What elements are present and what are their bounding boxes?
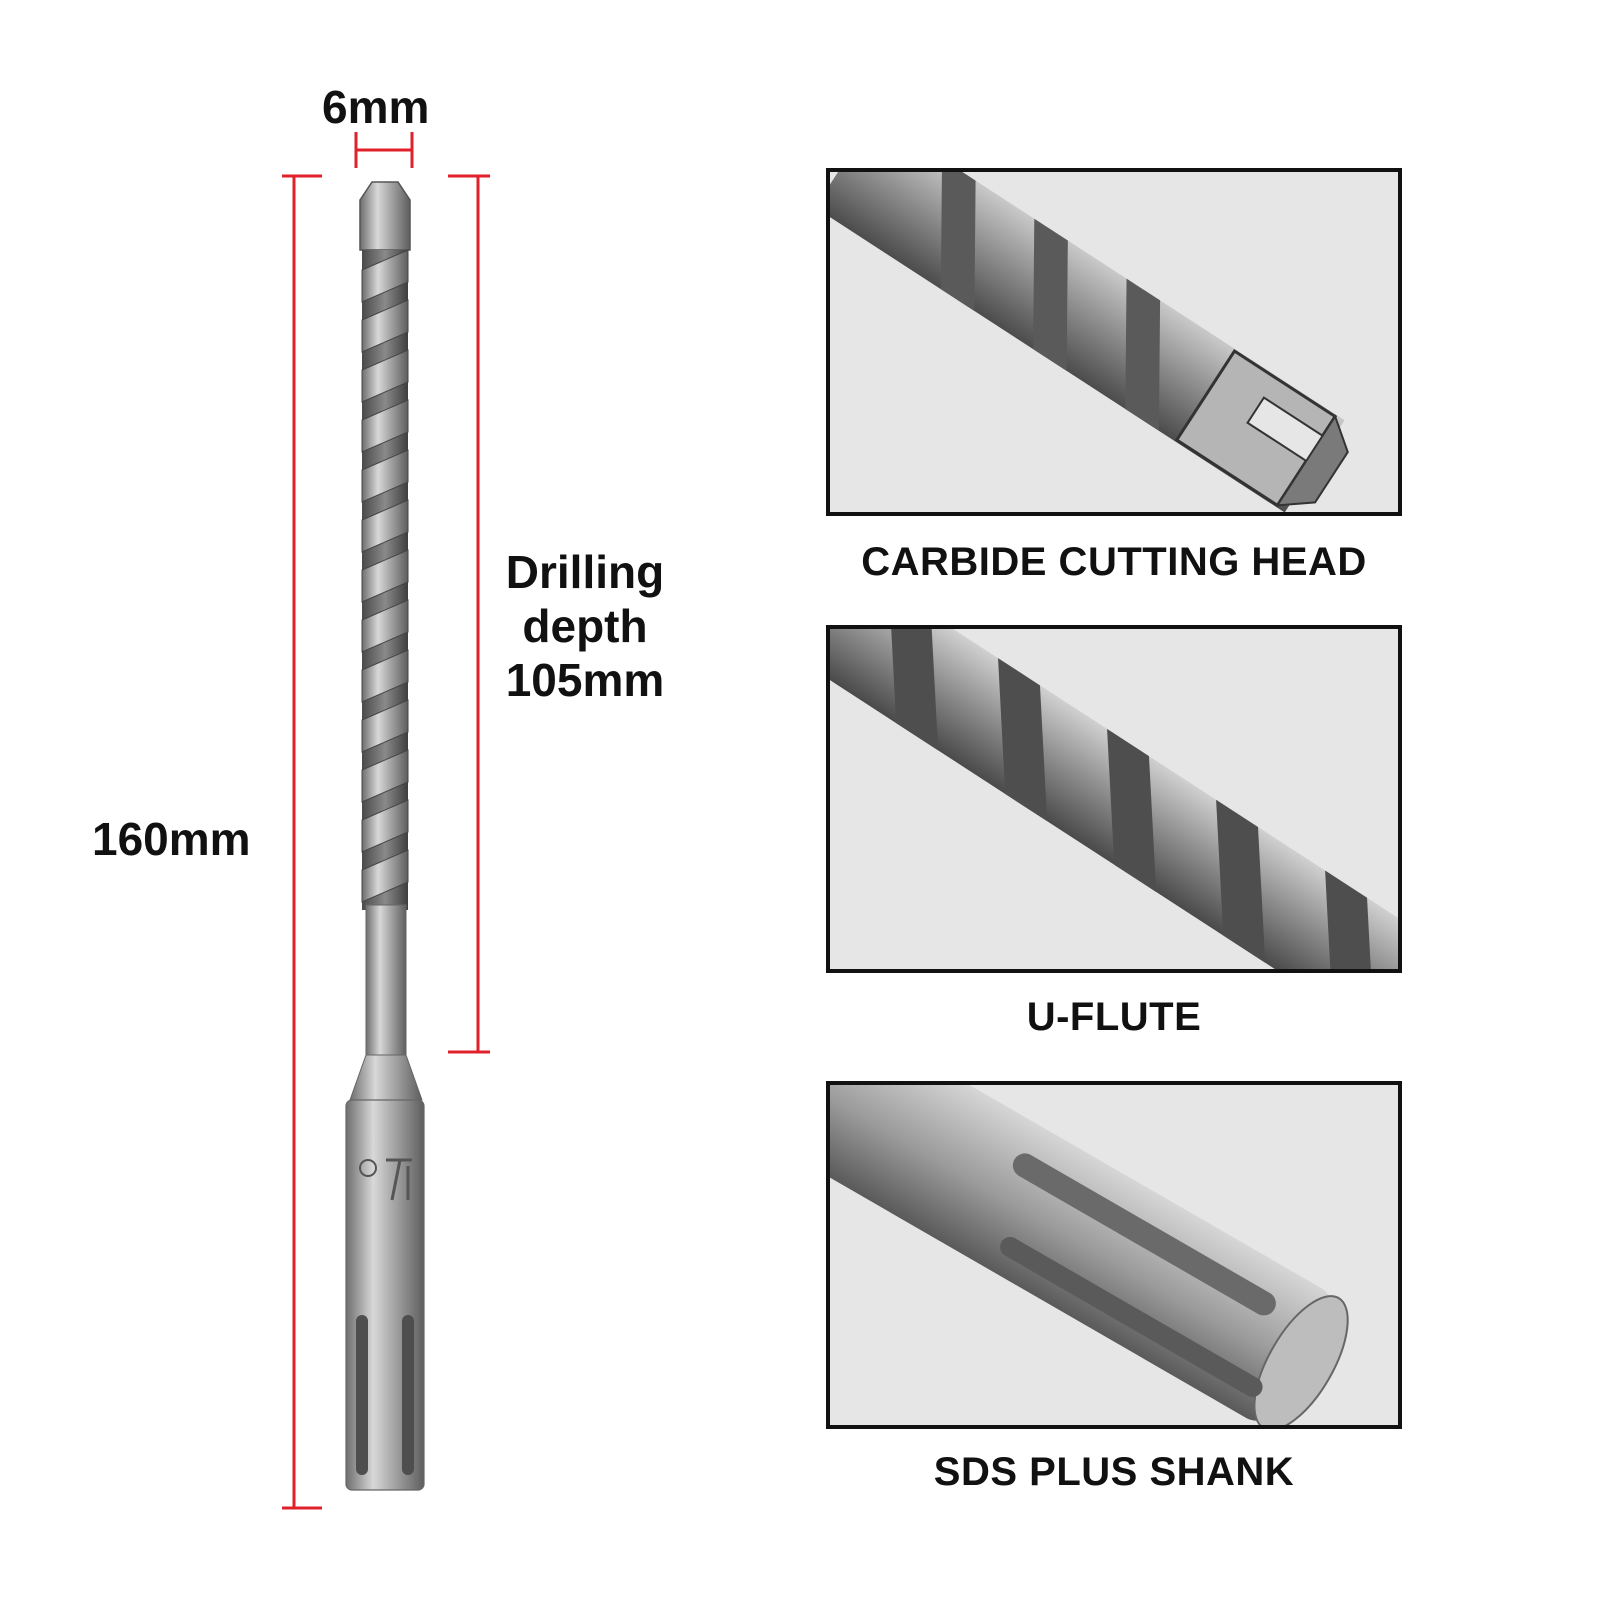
u-flute-caption: U-FLUTE [1026, 995, 1202, 1039]
brand-logo [386, 1158, 412, 1201]
depth-dimension-line [448, 174, 490, 1054]
diameter-label: 6mm [322, 81, 430, 133]
u-flute-panel [826, 625, 1402, 973]
drilling-depth-label: Drilling depth 105mm [470, 545, 700, 707]
sds-plus-shank-closeup [830, 1085, 1349, 1425]
shank-groove-right [402, 1315, 414, 1475]
u-flute-closeup [830, 629, 1398, 969]
flute-spiral [361, 249, 409, 903]
total-length-label: 160mm [92, 813, 251, 865]
carbide-head-closeup [830, 172, 1349, 512]
drill-tip [359, 181, 411, 251]
drilling-depth-line-1: Drilling [505, 546, 665, 598]
shank-groove-left [356, 1315, 368, 1475]
brand-mark-icon [359, 1159, 377, 1177]
drilling-depth-line-2: depth [522, 600, 648, 652]
carbide-head-panel [826, 168, 1402, 516]
length-dimension-line [282, 174, 322, 1510]
drill-shaft [365, 904, 407, 1056]
shank-transition [349, 1054, 423, 1101]
carbide-head-caption: CARBIDE CUTTING HEAD [861, 540, 1367, 584]
diameter-dimension-line [354, 132, 414, 168]
sds-shank-caption: SDS PLUS SHANK [933, 1450, 1295, 1494]
sds-shank-panel [826, 1081, 1402, 1429]
drilling-depth-line-3: 105mm [505, 654, 665, 706]
